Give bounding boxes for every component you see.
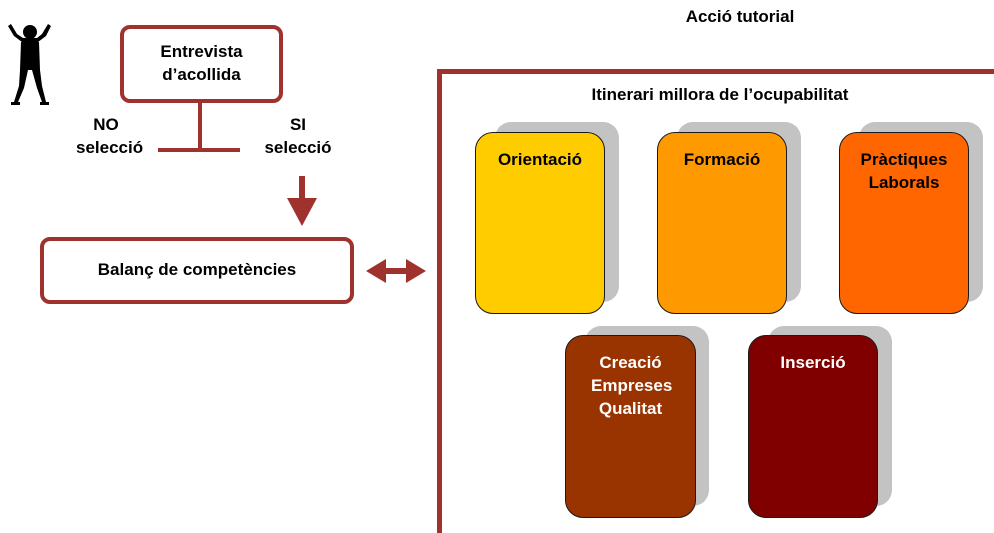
card-orientacio: Orientació <box>475 132 605 314</box>
itinerary-frame-left <box>437 69 442 533</box>
connector-vertical <box>198 103 202 151</box>
card-insercio-label: Inserció <box>780 353 846 372</box>
card-creacio: Creació Empreses Qualitat <box>565 335 696 518</box>
interview-box: Entrevista d’acollida <box>120 25 283 103</box>
down-arrow-icon <box>287 176 317 226</box>
skills-assessment-box: Balanç de competències <box>40 237 354 304</box>
card-formacio-label: Formació <box>683 150 761 169</box>
card-practiques: Pràctiques Laborals <box>839 132 969 314</box>
no-selection-label: NO selecció <box>76 115 144 157</box>
interview-label: Entrevista d’acollida <box>160 42 243 84</box>
yes-selection-label: SI selecció <box>264 115 332 157</box>
card-insercio: Inserció <box>748 335 878 518</box>
card-orientacio-label: Orientació <box>497 150 583 169</box>
card-formacio: Formació <box>657 132 787 314</box>
itinerary-frame-top <box>437 69 994 74</box>
page-title: Acció tutorial <box>685 7 795 26</box>
skills-assessment-label: Balanç de competències <box>97 260 297 280</box>
double-arrow-icon <box>366 259 426 283</box>
connector-horizontal <box>158 148 240 152</box>
person-silhouette-icon <box>8 24 51 105</box>
itinerary-title: Itinerari millora de l’ocupabilitat <box>591 85 849 104</box>
card-practiques-label: Pràctiques Laborals <box>860 150 948 192</box>
card-creacio-label: Creació Empreses Qualitat <box>591 353 673 418</box>
